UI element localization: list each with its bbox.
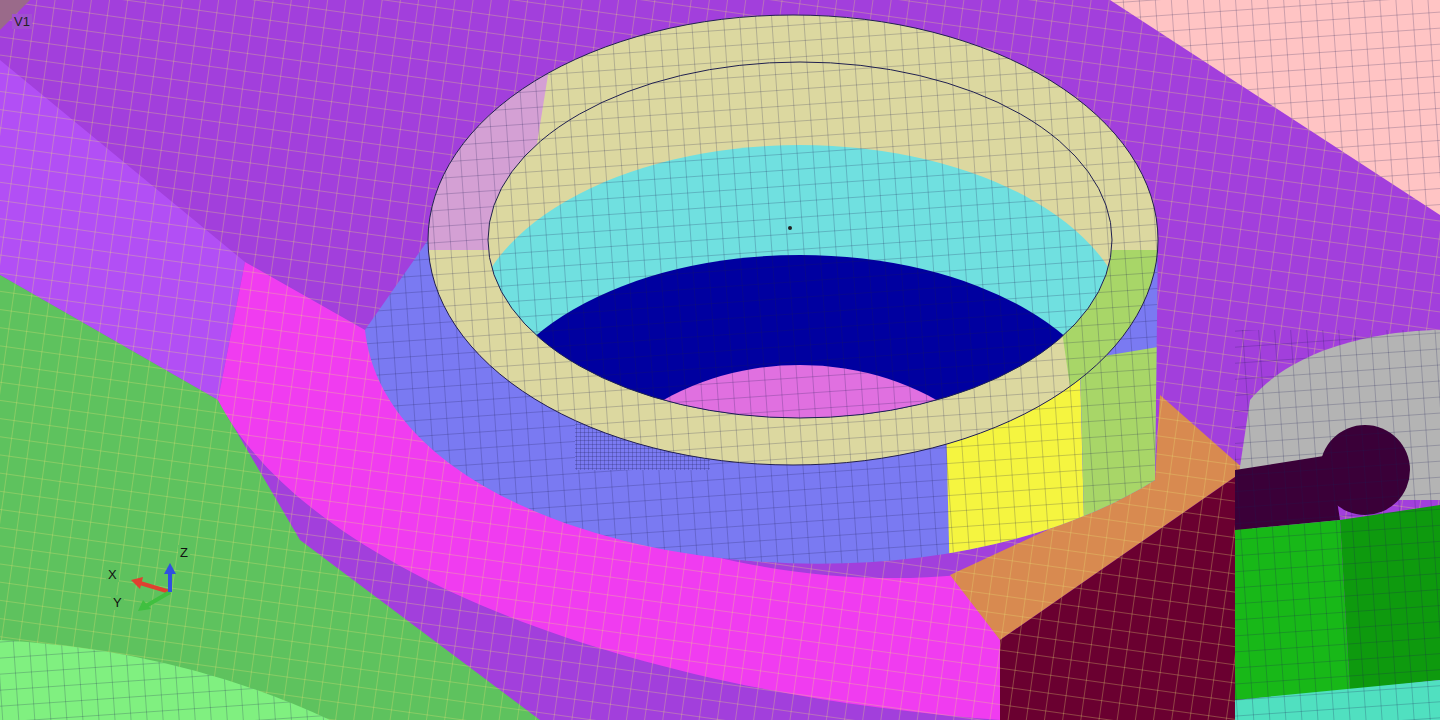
pink-surface [1110, 0, 1440, 215]
axis-label: X [106, 567, 119, 582]
z-axis-arrow [168, 572, 172, 592]
center-dot [788, 226, 792, 230]
rim-edge [488, 62, 1112, 418]
x-axis-arrow [131, 577, 143, 589]
mesh-grid [420, 0, 1180, 480]
axis-label: Y [111, 595, 124, 610]
mesh-grid [1235, 330, 1440, 720]
mesh-grid [1110, 0, 1440, 215]
rim-edge [428, 15, 1158, 465]
view-label: V1 [12, 14, 32, 29]
z-axis-arrow [164, 563, 176, 574]
mesh-grid [0, 640, 330, 720]
y-axis-arrow [138, 600, 151, 611]
y-axis-arrow [146, 592, 170, 606]
axis-label: Z [178, 545, 190, 560]
floor-surface [0, 640, 330, 720]
mesh-grid [480, 60, 1120, 420]
axis-triad [131, 563, 176, 611]
x-axis-arrow [140, 583, 170, 592]
